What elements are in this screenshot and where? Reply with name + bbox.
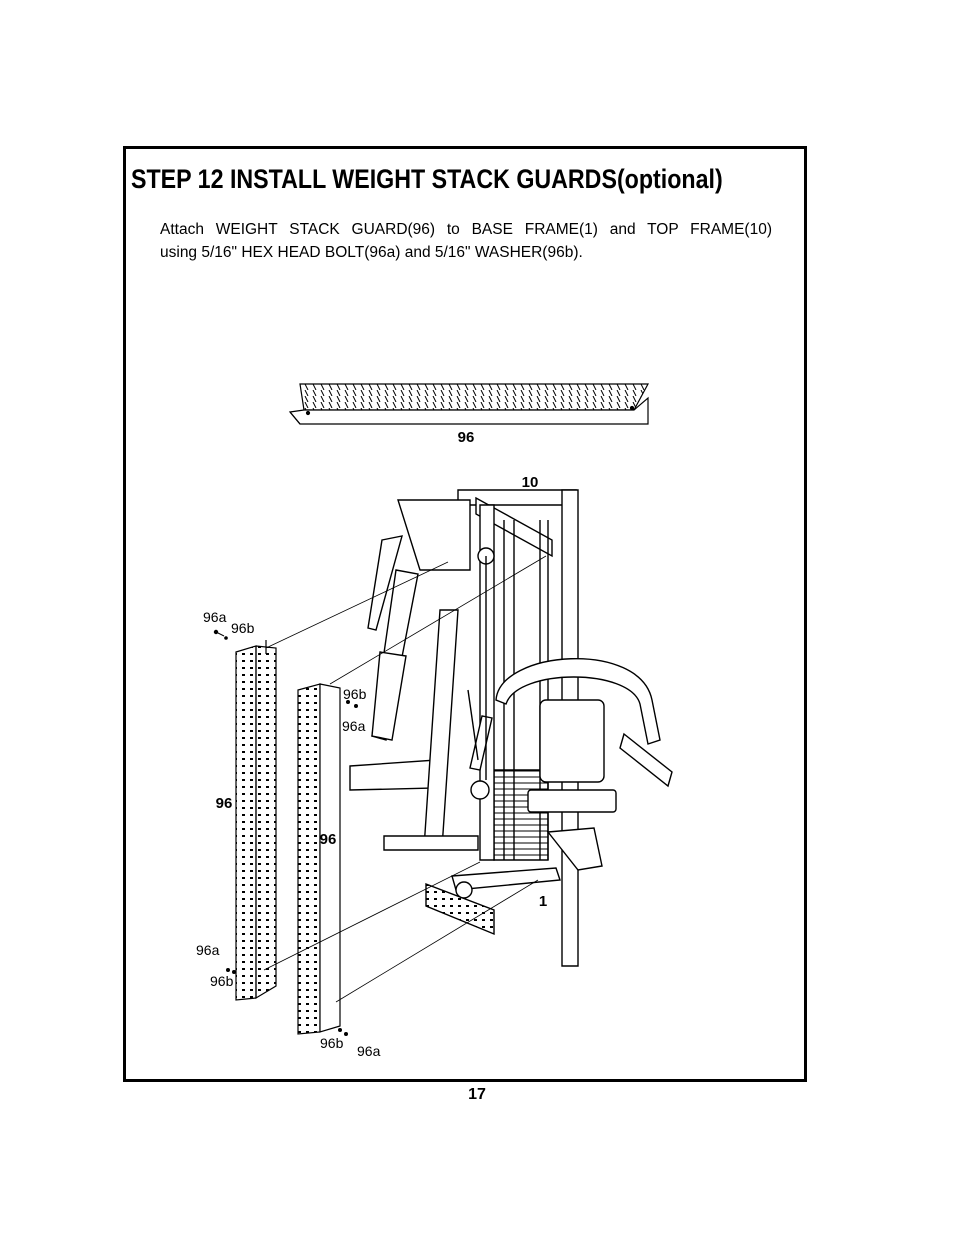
label-washer-br: 96b (320, 1035, 344, 1051)
weight-stack-guard-right (297, 683, 341, 1035)
weight-stack-guard-left (235, 640, 277, 1001)
label-top-frame: 10 (522, 474, 539, 491)
weight-stack-guard-top (288, 383, 650, 425)
label-base-frame: 1 (539, 893, 547, 910)
label-guard-right: 96 (320, 831, 337, 848)
label-bolt-bl: 96a (196, 942, 220, 958)
step-title: STEP 12 INSTALL WEIGHT STACK GUARDS(opti… (131, 164, 723, 194)
alignment-lines (263, 555, 547, 1003)
label-guard-left: 96 (216, 795, 233, 812)
label-washer-tl: 96b (231, 620, 255, 636)
home-gym-machine (349, 489, 673, 967)
label-washer-tr: 96b (343, 686, 367, 702)
page-border (123, 146, 807, 1082)
instructions-text: Attach WEIGHT STACK GUARD(96) to BASE FR… (160, 218, 772, 264)
label-bolt-tl: 96a (203, 609, 227, 625)
instructions-line-2: using 5/16" HEX HEAD BOLT(96a) and 5/16"… (160, 244, 583, 261)
label-guard-top: 96 (458, 429, 475, 446)
label-washer-bl: 96b (210, 973, 234, 989)
label-bolt-br: 96a (357, 1043, 381, 1059)
label-bolt-tr: 96a (342, 718, 366, 734)
page-number: 17 (468, 1086, 486, 1103)
instructions-line-1: Attach WEIGHT STACK GUARD(96) to BASE FR… (160, 221, 772, 238)
hardware-bolts (213, 629, 358, 1036)
